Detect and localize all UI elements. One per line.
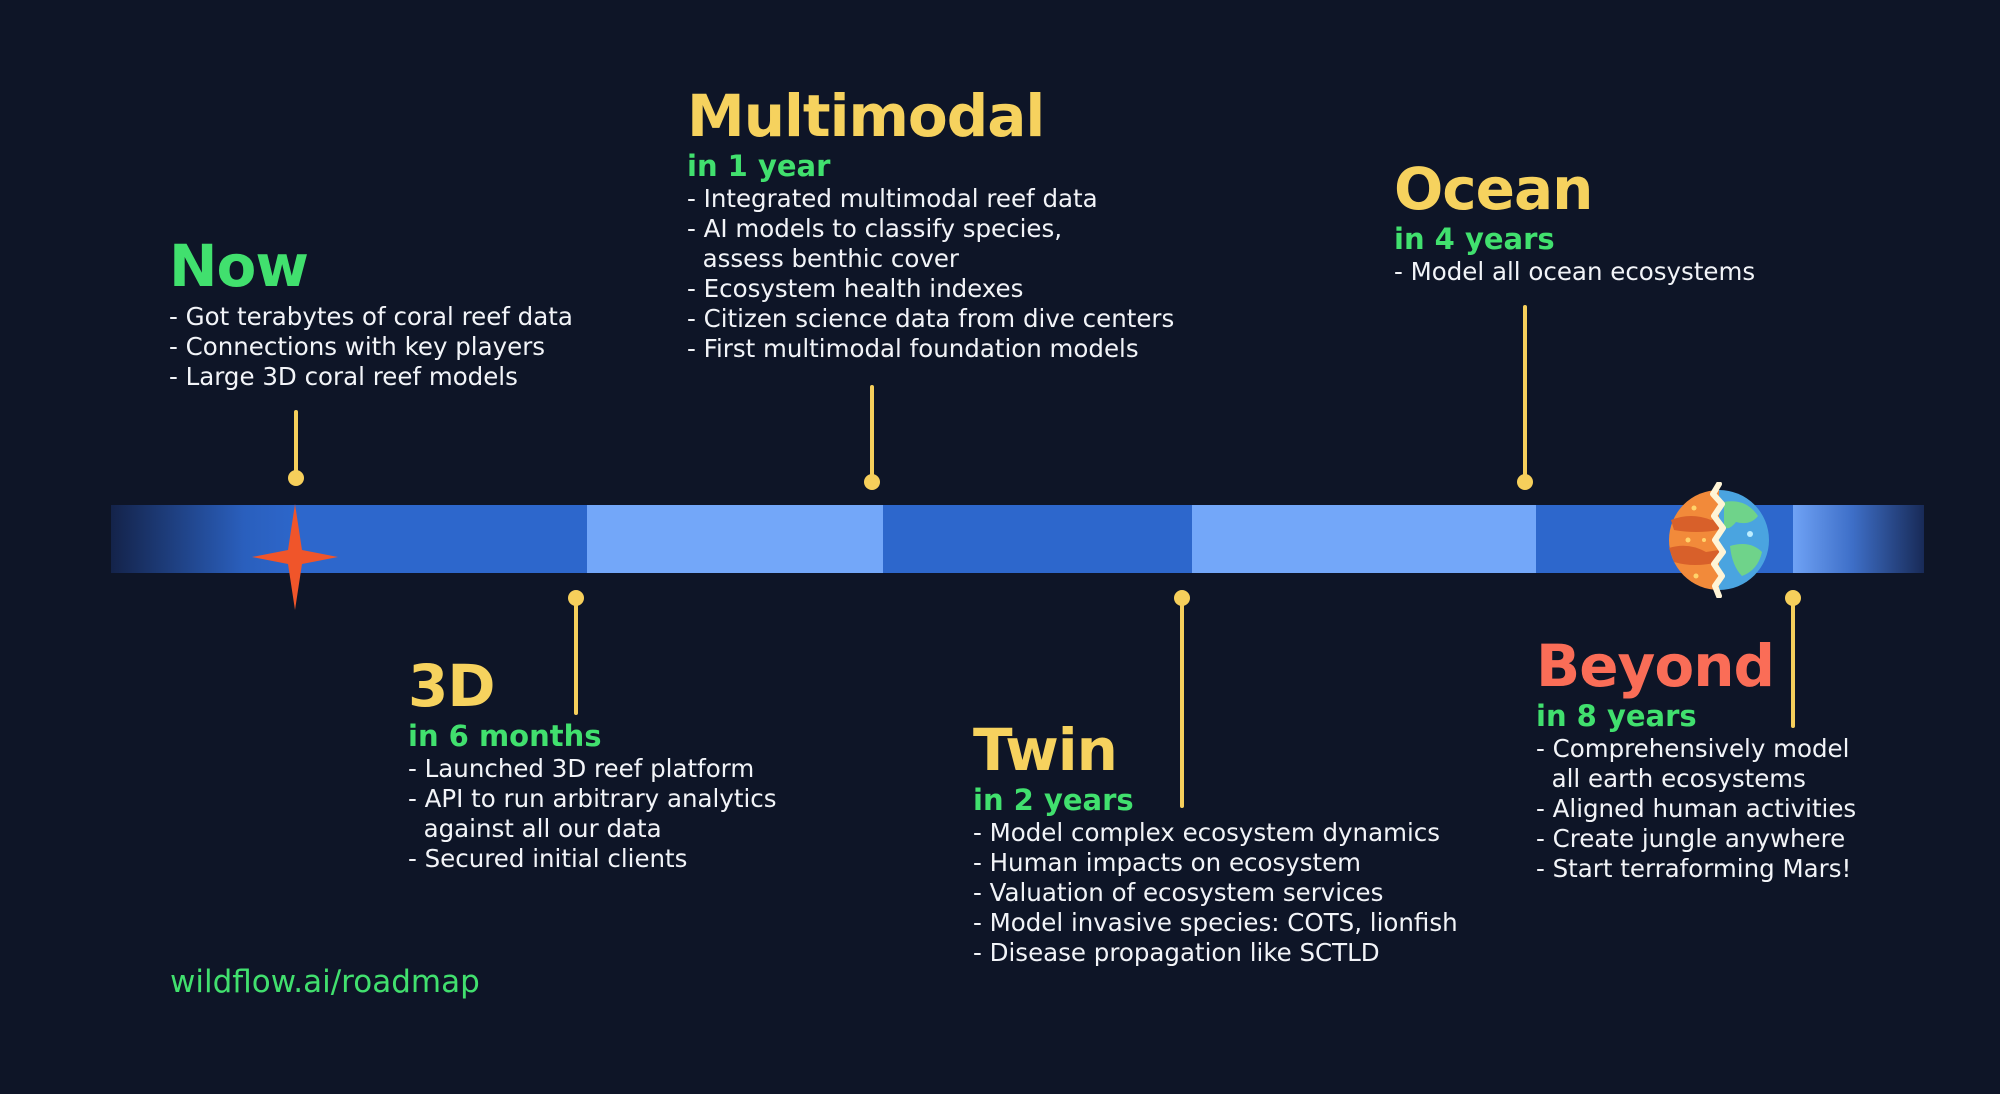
milestone-beyond-item: - Aligned human activities bbox=[1536, 794, 1857, 823]
connector-multimodal-stem bbox=[870, 385, 874, 481]
milestone-now-item: - Connections with key players bbox=[169, 332, 546, 361]
milestone-ocean-item: - Model all ocean ecosystems bbox=[1394, 257, 1756, 286]
milestone-beyond-item: - Create jungle anywhere bbox=[1536, 824, 1846, 853]
connector-now-dot bbox=[288, 470, 304, 486]
connector-ocean-stem bbox=[1523, 305, 1527, 481]
timeline-segment-multimodal bbox=[883, 505, 1192, 573]
connector-ocean-dot bbox=[1517, 474, 1533, 490]
connector-twin-stem bbox=[1180, 598, 1184, 808]
milestone-beyond-item: - Comprehensively model bbox=[1536, 734, 1850, 763]
milestone-now-item: - Large 3D coral reef models bbox=[169, 362, 518, 391]
four-point-star-icon bbox=[252, 504, 338, 610]
timeline-segment-end-fade bbox=[1793, 505, 1924, 573]
timeline-segment-twin bbox=[1192, 505, 1536, 573]
milestone-3d-item: - API to run arbitrary analytics bbox=[408, 784, 777, 813]
milestone-ocean-time: in 4 years bbox=[1394, 222, 1555, 256]
milestone-beyond-item: - Start terraforming Mars! bbox=[1536, 854, 1852, 883]
milestone-multimodal-item: - Citizen science data from dive centers bbox=[687, 304, 1175, 333]
milestone-multimodal-item: - First multimodal foundation models bbox=[687, 334, 1139, 363]
milestone-multimodal-item: - Integrated multimodal reef data bbox=[687, 184, 1098, 213]
timeline-bar bbox=[111, 505, 1924, 573]
milestone-multimodal-item: - Ecosystem health indexes bbox=[687, 274, 1024, 303]
milestone-beyond: Beyond in 8 years - Comprehensively mode… bbox=[1536, 634, 1856, 884]
milestone-ocean-items: - Model all ocean ecosystems bbox=[1394, 257, 1755, 287]
milestone-twin-time: in 2 years bbox=[973, 783, 1134, 817]
milestone-twin-item: - Human impacts on ecosystem bbox=[973, 848, 1362, 877]
milestone-3d-item: against all our data bbox=[408, 814, 662, 843]
milestone-ocean: Ocean in 4 years - Model all ocean ecosy… bbox=[1394, 157, 1755, 287]
milestone-now: Now - Got terabytes of coral reef data -… bbox=[169, 234, 573, 392]
connector-multimodal-dot bbox=[864, 474, 880, 490]
milestone-multimodal-item: assess benthic cover bbox=[687, 244, 959, 273]
milestone-twin-items: - Model complex ecosystem dynamics - Hum… bbox=[973, 818, 1458, 968]
milestone-3d: 3D in 6 months - Launched 3D reef platfo… bbox=[408, 654, 776, 874]
milestone-twin-item: - Model invasive species: COTS, lionfish bbox=[973, 908, 1458, 937]
mars-earth-planet-icon bbox=[1669, 482, 1769, 598]
milestone-multimodal-items: - Integrated multimodal reef data - AI m… bbox=[687, 184, 1174, 364]
connector-3d-stem bbox=[574, 598, 578, 715]
milestone-twin-item: - Model complex ecosystem dynamics bbox=[973, 818, 1440, 847]
milestone-beyond-items: - Comprehensively model all earth ecosys… bbox=[1536, 734, 1856, 884]
milestone-twin-item: - Disease propagation like SCTLD bbox=[973, 938, 1380, 967]
milestone-twin-title: Twin bbox=[973, 716, 1118, 784]
milestone-multimodal-title: Multimodal bbox=[687, 82, 1045, 150]
milestone-twin-item: - Valuation of ecosystem services bbox=[973, 878, 1384, 907]
milestone-3d-items: - Launched 3D reef platform - API to run… bbox=[408, 754, 776, 874]
milestone-multimodal-item: - AI models to classify species, bbox=[687, 214, 1063, 243]
connector-beyond-stem bbox=[1791, 598, 1795, 728]
milestone-3d-time: in 6 months bbox=[408, 719, 602, 753]
milestone-beyond-title: Beyond bbox=[1536, 632, 1775, 700]
milestone-multimodal: Multimodal in 1 year - Integrated multim… bbox=[687, 84, 1174, 364]
milestone-3d-item: - Secured initial clients bbox=[408, 844, 688, 873]
milestone-3d-item: - Launched 3D reef platform bbox=[408, 754, 755, 783]
roadmap-url-link[interactable]: wildflow.ai/roadmap bbox=[170, 964, 480, 1000]
milestone-now-items: - Got terabytes of coral reef data - Con… bbox=[169, 302, 573, 392]
timeline-segment-start-fade bbox=[111, 505, 301, 573]
connector-now-stem bbox=[294, 410, 298, 478]
milestone-beyond-time: in 8 years bbox=[1536, 699, 1697, 733]
milestone-ocean-title: Ocean bbox=[1394, 155, 1593, 223]
milestone-3d-title: 3D bbox=[408, 652, 496, 720]
milestone-beyond-item: all earth ecosystems bbox=[1536, 764, 1806, 793]
timeline-segment-now bbox=[301, 505, 587, 573]
milestone-now-item: - Got terabytes of coral reef data bbox=[169, 302, 573, 331]
milestone-multimodal-time: in 1 year bbox=[687, 149, 831, 183]
timeline-segment-3d bbox=[587, 505, 883, 573]
milestone-twin: Twin in 2 years - Model complex ecosyste… bbox=[973, 718, 1458, 968]
milestone-now-title: Now bbox=[169, 232, 309, 300]
